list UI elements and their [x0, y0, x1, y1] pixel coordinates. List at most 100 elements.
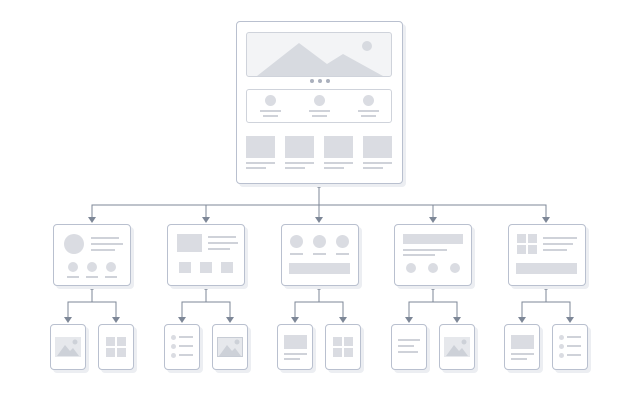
list-page-wireframe [552, 324, 588, 370]
team-page-wireframe [281, 224, 359, 286]
feature-avatar [363, 95, 374, 106]
team-text-line [336, 253, 349, 255]
feature-columns [246, 89, 392, 123]
grid-icon [106, 337, 127, 358]
grid-card-image [324, 136, 353, 158]
feature-text-line [263, 115, 278, 117]
connector-arrow-icon [315, 217, 323, 223]
media-text-line [208, 236, 236, 238]
text-page-wireframe [391, 324, 427, 370]
bullet-list-icon [559, 335, 583, 361]
connector-arrow-icon [64, 317, 72, 323]
media-thumb [221, 262, 233, 273]
profile-stat-dot [87, 262, 97, 272]
profile-stat-dot [68, 262, 78, 272]
text-line [398, 351, 418, 353]
text-block-image [511, 335, 534, 349]
text-block-line [284, 353, 307, 355]
mountain-image-icon [444, 337, 470, 357]
connector-arrow-icon [453, 317, 461, 323]
card-grid [246, 136, 396, 176]
grid-card-text-line [246, 167, 266, 169]
home-page-wireframe [236, 21, 403, 184]
feature-text-line [358, 110, 379, 112]
image-page-wireframe [439, 324, 475, 370]
dashboard-text-line [543, 243, 573, 245]
team-text-line [313, 253, 326, 255]
dashboard-text-line [543, 249, 567, 251]
profile-stat-dot [106, 262, 116, 272]
grid-card-text-line [285, 167, 305, 169]
grid-icon [333, 337, 354, 358]
team-avatar [290, 235, 303, 248]
text-block-image [284, 335, 307, 349]
profile-text-line [91, 249, 115, 251]
team-avatar [313, 235, 326, 248]
feature-text-line [312, 115, 327, 117]
mountain-image-icon [55, 337, 81, 357]
grid-card-text-line [246, 162, 275, 164]
grid-card-image [246, 136, 275, 158]
grid-card-text-line [324, 162, 353, 164]
grid-card-image [363, 136, 392, 158]
connector-arrow-icon [339, 317, 347, 323]
feature-avatar [265, 95, 276, 106]
connector-arrow-icon [178, 317, 186, 323]
connector-arrow-icon [88, 217, 96, 223]
connector-arrow-icon [112, 317, 120, 323]
feature-avatar [314, 95, 325, 106]
connector-arrow-icon [202, 217, 210, 223]
text-block-page-wireframe [277, 324, 313, 370]
text-block-line [511, 353, 534, 355]
text-block-page-wireframe [504, 324, 540, 370]
profile-stat-label [67, 276, 79, 278]
media-text-line [208, 248, 230, 250]
media-image [177, 234, 202, 252]
carousel-dot [318, 79, 322, 83]
image-page-wireframe [212, 324, 248, 370]
feature-text-line [309, 110, 330, 112]
grid-card-image [285, 136, 314, 158]
carousel-dot [326, 79, 330, 83]
bullet-list-icon [171, 335, 195, 361]
connector-arrow-icon [405, 317, 413, 323]
connector-arrow-icon [226, 317, 234, 323]
team-avatar [336, 235, 349, 248]
connector-group-1 [67, 286, 117, 318]
services-header-bar [403, 234, 463, 244]
feature-text-line [361, 115, 376, 117]
image-page-wireframe [50, 324, 86, 370]
mountain-image-icon [217, 337, 243, 357]
services-icon-dot [450, 263, 460, 273]
dashboard-bar [516, 263, 577, 274]
grid-page-wireframe [98, 324, 134, 370]
services-text-line [403, 249, 447, 251]
connector-arrow-icon [518, 317, 526, 323]
profile-avatar [64, 234, 84, 254]
grid-card-text-line [285, 162, 314, 164]
connector-arrow-icons [64, 217, 574, 323]
carousel-dot [310, 79, 314, 83]
connector-group-4 [408, 286, 458, 318]
profile-text-line [91, 243, 123, 245]
team-text-line [290, 253, 303, 255]
services-icon-dot [428, 263, 438, 273]
media-page-wireframe [167, 224, 245, 286]
text-block-line [284, 358, 300, 360]
profile-page-wireframe [53, 224, 131, 286]
carousel-dots [310, 79, 334, 85]
grid-page-wireframe [325, 324, 361, 370]
grid-card-text-line [324, 167, 344, 169]
mountain-image-icon [257, 41, 383, 76]
services-icon-dot [406, 263, 416, 273]
media-thumb [179, 262, 191, 273]
connector-arrow-icon [566, 317, 574, 323]
profile-stat-label [86, 276, 98, 278]
text-block-line [511, 358, 527, 360]
team-banner-bar [289, 263, 350, 274]
profile-text-line [91, 237, 119, 239]
connector-group-2 [181, 286, 231, 318]
connector-group-3 [294, 286, 344, 318]
grid-card-text-line [363, 162, 392, 164]
